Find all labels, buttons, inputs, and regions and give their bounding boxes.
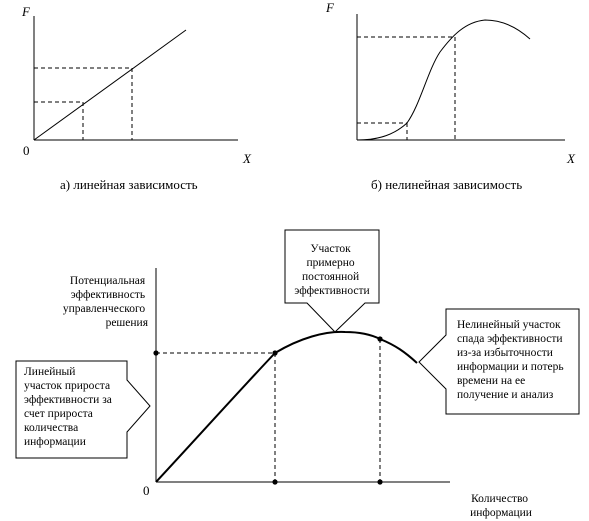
chart-efficiency-marker-x2 — [377, 479, 383, 485]
chart-efficiency-marker-2 — [377, 336, 383, 342]
chart-efficiency-origin: 0 — [143, 483, 150, 498]
chart-efficiency-curve — [155, 330, 418, 483]
chart-efficiency-marker-1 — [272, 350, 278, 356]
chart-linear: F X 0 а) линейная зависимость — [21, 4, 252, 192]
chart-nonlinear-caption: б) нелинейная зависимость — [371, 177, 522, 192]
chart-linear-origin: 0 — [23, 143, 30, 158]
chart-efficiency-marker-x1 — [272, 479, 278, 485]
callout-nonlinear-segment — [418, 308, 580, 415]
callout-constant-text: Участок примерно постоянной эффективност… — [294, 243, 369, 297]
chart-linear-line — [33, 29, 187, 141]
callout-linear-text: Линейный участок прироста эффективности … — [24, 366, 115, 448]
chart-efficiency: 0 Потенциальная эффективность управленче… — [15, 229, 580, 519]
callout-constant-segment — [284, 229, 380, 333]
chart-linear-y-label: F — [21, 4, 31, 19]
chart-efficiency-y-label: Потенциальная эффективность управленческ… — [63, 275, 149, 329]
chart-linear-caption: а) линейная зависимость — [60, 177, 198, 192]
chart-efficiency-x-label: Количество информации — [470, 493, 532, 519]
chart-efficiency-marker-y — [153, 350, 159, 356]
callout-nonlinear-text: Нелинейный участок спада эффективности и… — [457, 319, 567, 401]
chart-nonlinear-curve — [356, 19, 531, 141]
chart-nonlinear: F X б) нелинейная зависимость — [325, 0, 576, 192]
chart-linear-x-label: X — [242, 151, 252, 166]
callout-linear-segment — [15, 360, 151, 459]
chart-nonlinear-y-label: F — [325, 0, 335, 15]
chart-nonlinear-x-label: X — [566, 151, 576, 166]
